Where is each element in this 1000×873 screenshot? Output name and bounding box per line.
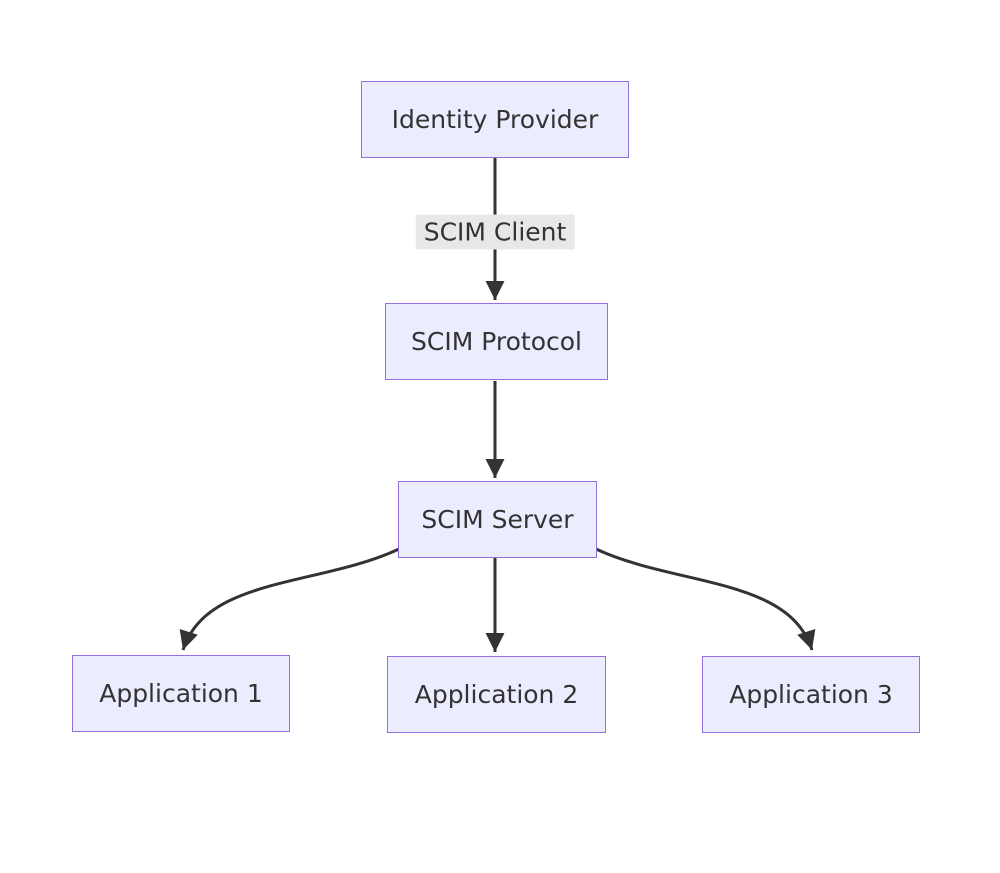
node-scim-server: SCIM Server	[398, 481, 597, 558]
node-application-2-label: Application 2	[414, 680, 579, 709]
node-application-1-label: Application 1	[99, 679, 263, 708]
edge-label-scim-client: SCIM Client	[415, 214, 575, 250]
node-scim-server-label: SCIM Server	[421, 505, 574, 534]
node-scim-protocol: SCIM Protocol	[385, 303, 608, 380]
edge-server-to-app1	[179, 547, 400, 651]
node-application-1: Application 1	[72, 655, 290, 732]
node-identity-provider-label: Identity Provider	[391, 105, 599, 134]
node-application-2: Application 2	[387, 656, 606, 733]
node-application-3-label: Application 3	[729, 680, 893, 709]
edge-server-to-app3	[595, 547, 816, 651]
edge-label-scim-client-text: SCIM Client	[423, 217, 567, 247]
node-application-3: Application 3	[702, 656, 920, 733]
node-scim-protocol-label: SCIM Protocol	[411, 327, 582, 356]
node-identity-provider: Identity Provider	[361, 81, 629, 158]
